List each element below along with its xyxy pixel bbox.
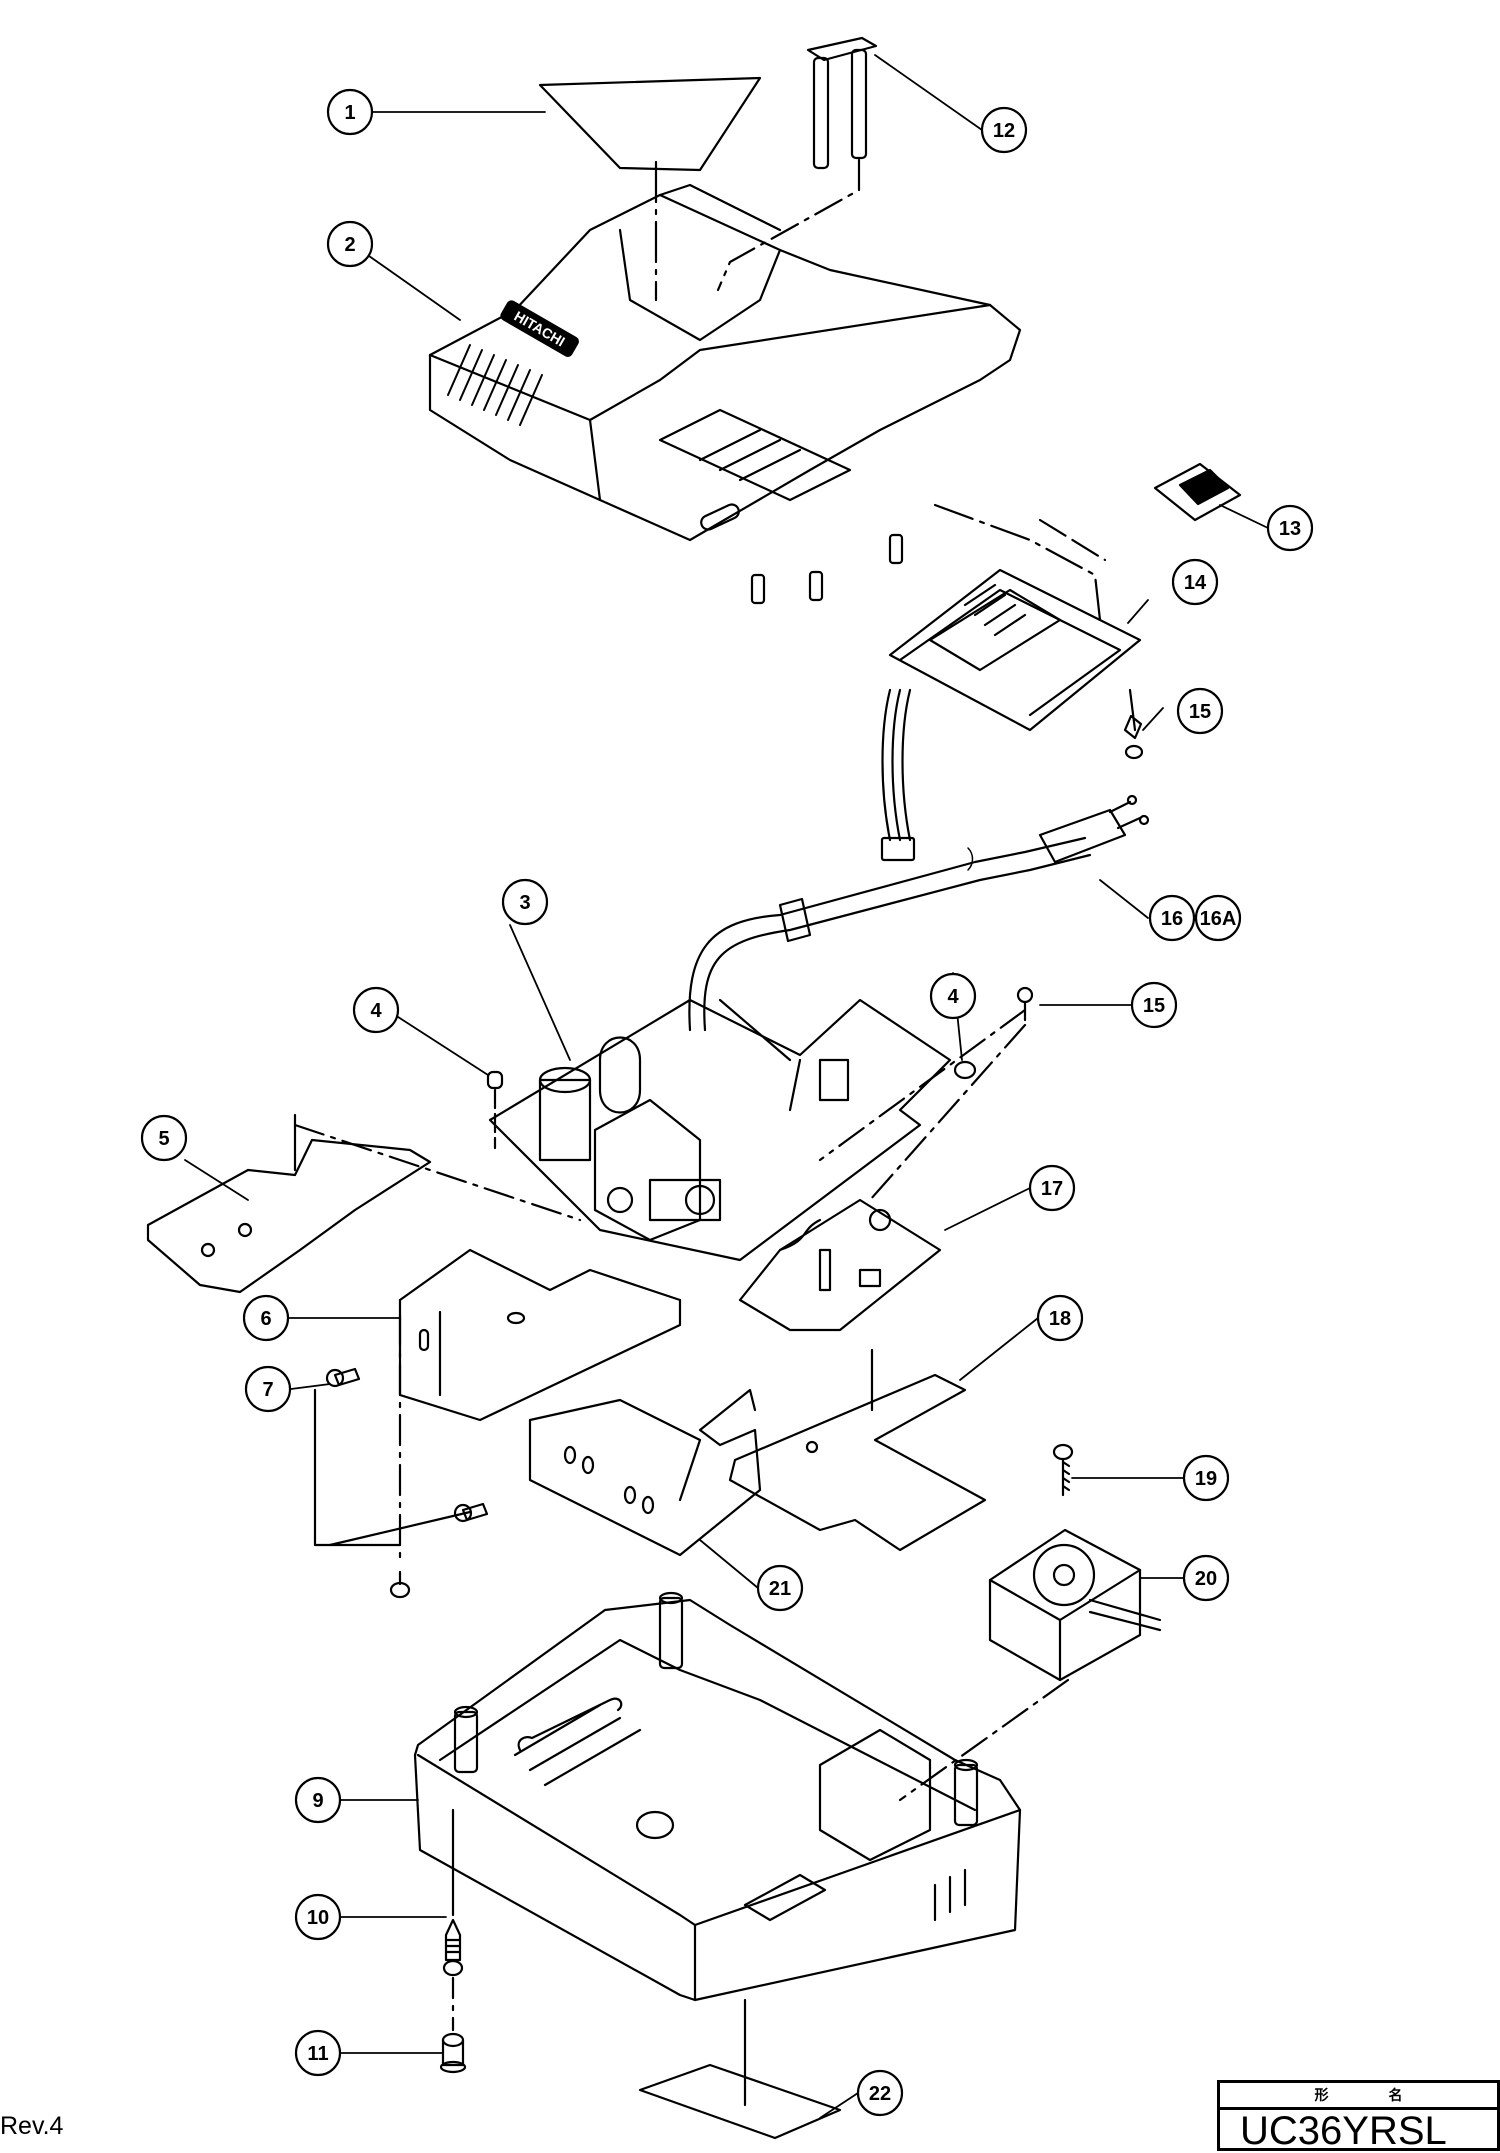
svg-text:14: 14 (1184, 572, 1207, 594)
part-screw-pcb (868, 986, 1034, 1202)
callout-2[interactable]: 2 (326, 220, 374, 268)
housing-vents (447, 344, 543, 426)
leader-lines (184, 54, 1269, 2119)
svg-text:15: 15 (1143, 995, 1165, 1017)
svg-text:22: 22 (869, 2083, 891, 2105)
part-bottom-label (638, 1998, 842, 2140)
callout-22[interactable]: 22 (856, 2069, 904, 2117)
svg-text:5: 5 (158, 1128, 169, 1150)
svg-text:13: 13 (1279, 518, 1301, 540)
svg-text:2: 2 (344, 234, 355, 256)
callout-3[interactable]: 3 (501, 878, 549, 926)
callout-11[interactable]: 11 (294, 2029, 342, 2077)
part-fan-screw (1052, 1443, 1074, 1497)
revision-label: Rev.4 (0, 2112, 64, 2140)
svg-text:4: 4 (370, 1000, 382, 1022)
part-label-sheet (538, 76, 762, 302)
part-upper-housing: HITACHI (428, 183, 1022, 605)
part-rubber-foot (439, 2032, 467, 2074)
callout-16[interactable]: 16 (1148, 894, 1196, 942)
svg-text:9: 9 (312, 1790, 323, 1812)
callout-21[interactable]: 21 (756, 1564, 804, 1612)
callout-9[interactable]: 9 (294, 1776, 342, 1824)
part-screw-terminal (1123, 688, 1144, 760)
part-terminal-cover (716, 36, 878, 292)
svg-text:6: 6 (260, 1308, 271, 1330)
svg-text:21: 21 (769, 1578, 791, 1600)
callouts: 1 12 2 13 14 15 3 16 16A 4 4 15 5 17 6 1… (140, 88, 1314, 2117)
svg-text:16A: 16A (1200, 908, 1237, 930)
model-number: UC36YRSL (1240, 2109, 1447, 2153)
callout-12[interactable]: 12 (980, 106, 1028, 154)
part-insulation-sheet (146, 1113, 582, 1294)
title-block-header-right: 名 (1388, 2087, 1403, 2103)
svg-text:7: 7 (262, 1379, 273, 1401)
part-nut-right (818, 1008, 1027, 1162)
title-block: 形 名 UC36YRSL (1217, 2080, 1500, 2153)
callout-20[interactable]: 20 (1182, 1554, 1230, 1602)
svg-text:1: 1 (344, 102, 355, 124)
svg-text:4: 4 (947, 986, 959, 1008)
svg-text:16: 16 (1161, 908, 1183, 930)
callout-4-left[interactable]: 4 (352, 986, 400, 1034)
title-block-header: 形 名 (1220, 2083, 1497, 2110)
callout-18[interactable]: 18 (1036, 1294, 1084, 1342)
part-main-pcb (488, 998, 952, 1332)
part-lower-housing (413, 1591, 1022, 2002)
svg-text:17: 17 (1041, 1178, 1063, 1200)
callout-17[interactable]: 17 (1028, 1164, 1076, 1212)
callout-14[interactable]: 14 (1171, 558, 1219, 606)
part-small-label (1153, 462, 1242, 522)
brand-logo: HITACHI (500, 300, 579, 357)
callout-10[interactable]: 10 (294, 1893, 342, 1941)
part-nut-left (486, 1070, 504, 1150)
callout-7[interactable]: 7 (244, 1365, 292, 1413)
callout-13[interactable]: 13 (1266, 504, 1314, 552)
part-power-cord (688, 794, 1150, 1032)
svg-text:19: 19 (1195, 1468, 1217, 1490)
part-bracket (528, 1388, 762, 1557)
svg-text:18: 18 (1049, 1308, 1071, 1330)
callout-16a[interactable]: 16A (1194, 894, 1242, 942)
part-insulation-sheet-lower (728, 1348, 987, 1552)
part-cooling-fan (898, 1528, 1162, 1802)
part-heatsink-bracket (398, 1248, 682, 1422)
callout-1[interactable]: 1 (326, 88, 374, 136)
title-block-header-left: 形 (1314, 2087, 1329, 2103)
svg-text:3: 3 (519, 892, 530, 914)
callout-5[interactable]: 5 (140, 1114, 188, 1162)
callout-15-pcb[interactable]: 15 (1130, 981, 1178, 1029)
svg-text:10: 10 (307, 1907, 329, 1929)
part-terminal-block (880, 503, 1142, 862)
svg-text:11: 11 (307, 2043, 328, 2065)
callout-4-right[interactable]: 4 (929, 972, 977, 1020)
part-housing-screw (442, 1808, 464, 2032)
svg-text:15: 15 (1189, 701, 1211, 723)
part-screws (313, 1313, 489, 1599)
callout-15-terminal[interactable]: 15 (1176, 687, 1224, 735)
callout-19[interactable]: 19 (1182, 1454, 1230, 1502)
callout-6[interactable]: 6 (242, 1294, 290, 1342)
svg-text:20: 20 (1195, 1568, 1217, 1590)
svg-text:12: 12 (993, 120, 1015, 142)
